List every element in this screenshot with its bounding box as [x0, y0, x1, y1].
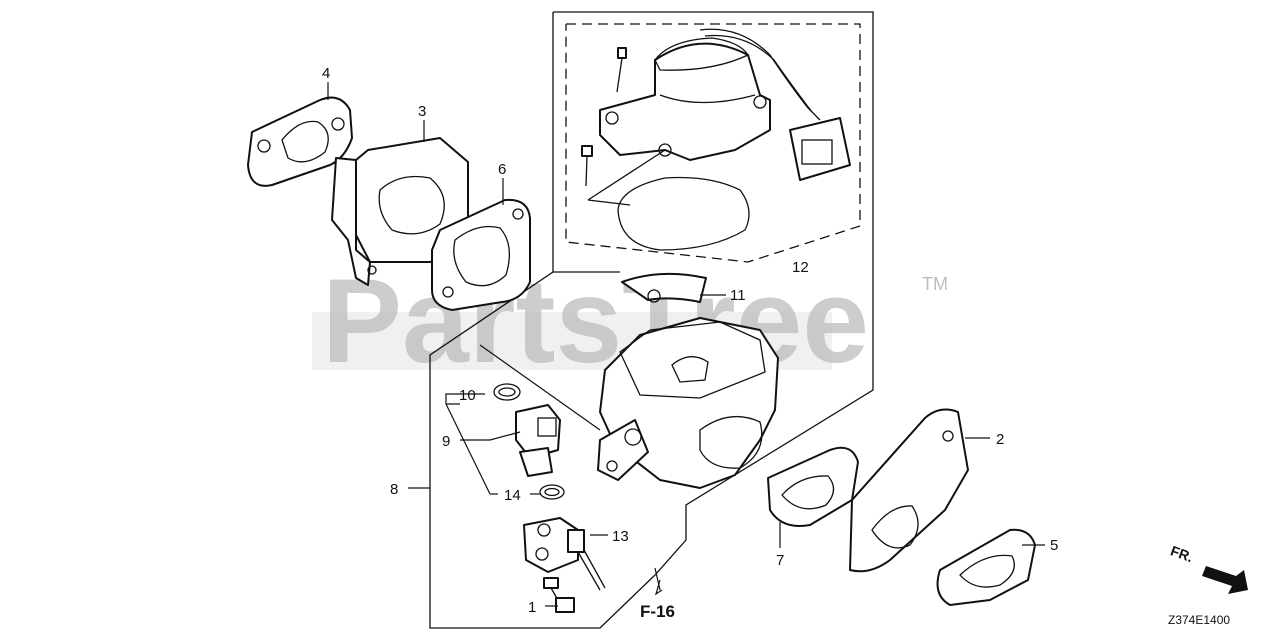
part-12-motor-assembly — [581, 28, 851, 251]
reference-label: F-16 — [640, 602, 675, 621]
front-marker-text: FR. — [1169, 542, 1196, 565]
part-7-gasket — [767, 446, 859, 527]
callout-13: 13 — [612, 528, 629, 545]
watermark-text: PartsTree — [322, 254, 869, 388]
callout-8: 8 — [390, 481, 398, 498]
callout-2: 2 — [996, 431, 1004, 448]
callout-3: 3 — [418, 103, 426, 120]
callout-5: 5 — [1050, 537, 1058, 554]
part-2-gasket — [849, 408, 969, 573]
callout-6: 6 — [498, 161, 506, 178]
watermark-trademark: TM — [922, 274, 948, 294]
part-1-bolt — [543, 577, 575, 613]
part-11-gear-segment — [621, 272, 707, 303]
callout-4: 4 — [322, 65, 330, 82]
part-14-oring — [539, 484, 565, 500]
callout-14: 14 — [504, 487, 521, 504]
callout-12: 12 — [792, 259, 809, 276]
part-9-injector — [515, 404, 561, 477]
leader-lines — [327, 82, 1045, 607]
callout-7: 7 — [776, 552, 784, 569]
diagram-code: Z374E1400 — [1168, 613, 1230, 627]
part-6-gasket — [431, 198, 531, 311]
part-5-spacer — [936, 528, 1036, 606]
assembly-outline — [429, 11, 874, 629]
callout-11: 11 — [730, 287, 746, 304]
part-10-oring — [493, 383, 521, 401]
callout-9: 9 — [442, 433, 450, 450]
throttle-body — [597, 317, 779, 489]
part-4-gasket — [247, 96, 353, 187]
part-13-sensor — [523, 517, 606, 591]
callout-10: 10 — [459, 387, 476, 404]
front-direction-marker: FR. — [1169, 542, 1248, 594]
callout-labels: 1 2 3 4 5 6 7 8 9 10 11 12 13 14 — [322, 65, 1058, 616]
callout-1: 1 — [528, 599, 536, 616]
